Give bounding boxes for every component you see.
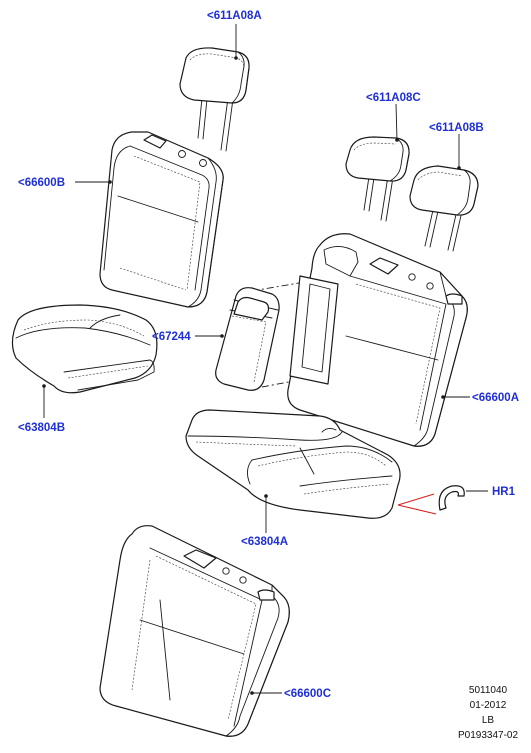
armrest[interactable] bbox=[215, 277, 329, 391]
callout-headrest-front[interactable]: <611A08A bbox=[207, 10, 262, 22]
reference-block: 5011040 01-2012 LB P0193347-02 bbox=[458, 685, 518, 741]
ref-side: LB bbox=[482, 715, 495, 726]
callout-headrest-rear-center[interactable]: <611A08C bbox=[366, 92, 421, 104]
backrest-lower[interactable] bbox=[99, 525, 290, 737]
callout-backrest-left[interactable]: <66600B bbox=[18, 177, 65, 189]
backrest-rear-large[interactable] bbox=[287, 233, 468, 447]
headrest-rear-center[interactable] bbox=[345, 136, 410, 222]
ref-date: 01-2012 bbox=[470, 700, 507, 711]
callout-backrest-lower[interactable]: <66600C bbox=[284, 688, 331, 700]
callout-backrest-rear-large[interactable]: <66600A bbox=[472, 392, 519, 404]
callout-armrest[interactable]: <67244 bbox=[152, 331, 191, 343]
headrest-front[interactable] bbox=[179, 47, 250, 152]
callout-headrest-rear-right[interactable]: <611A08B bbox=[429, 122, 484, 134]
callout-cushion-rear[interactable]: <63804A bbox=[241, 536, 288, 548]
retainer-clip[interactable] bbox=[397, 485, 465, 515]
backrest-left[interactable] bbox=[99, 131, 224, 308]
cushion-left[interactable] bbox=[11, 304, 158, 394]
headrest-rear-right[interactable] bbox=[409, 165, 479, 252]
callout-retainer[interactable]: HR1 bbox=[492, 486, 516, 498]
ref-drawing-number: P0193347-02 bbox=[458, 730, 518, 741]
ref-code: 5011040 bbox=[469, 685, 508, 696]
cushion-rear[interactable] bbox=[185, 409, 401, 519]
leader-lines bbox=[42, 24, 488, 695]
callout-cushion-left[interactable]: <63804B bbox=[18, 422, 65, 434]
